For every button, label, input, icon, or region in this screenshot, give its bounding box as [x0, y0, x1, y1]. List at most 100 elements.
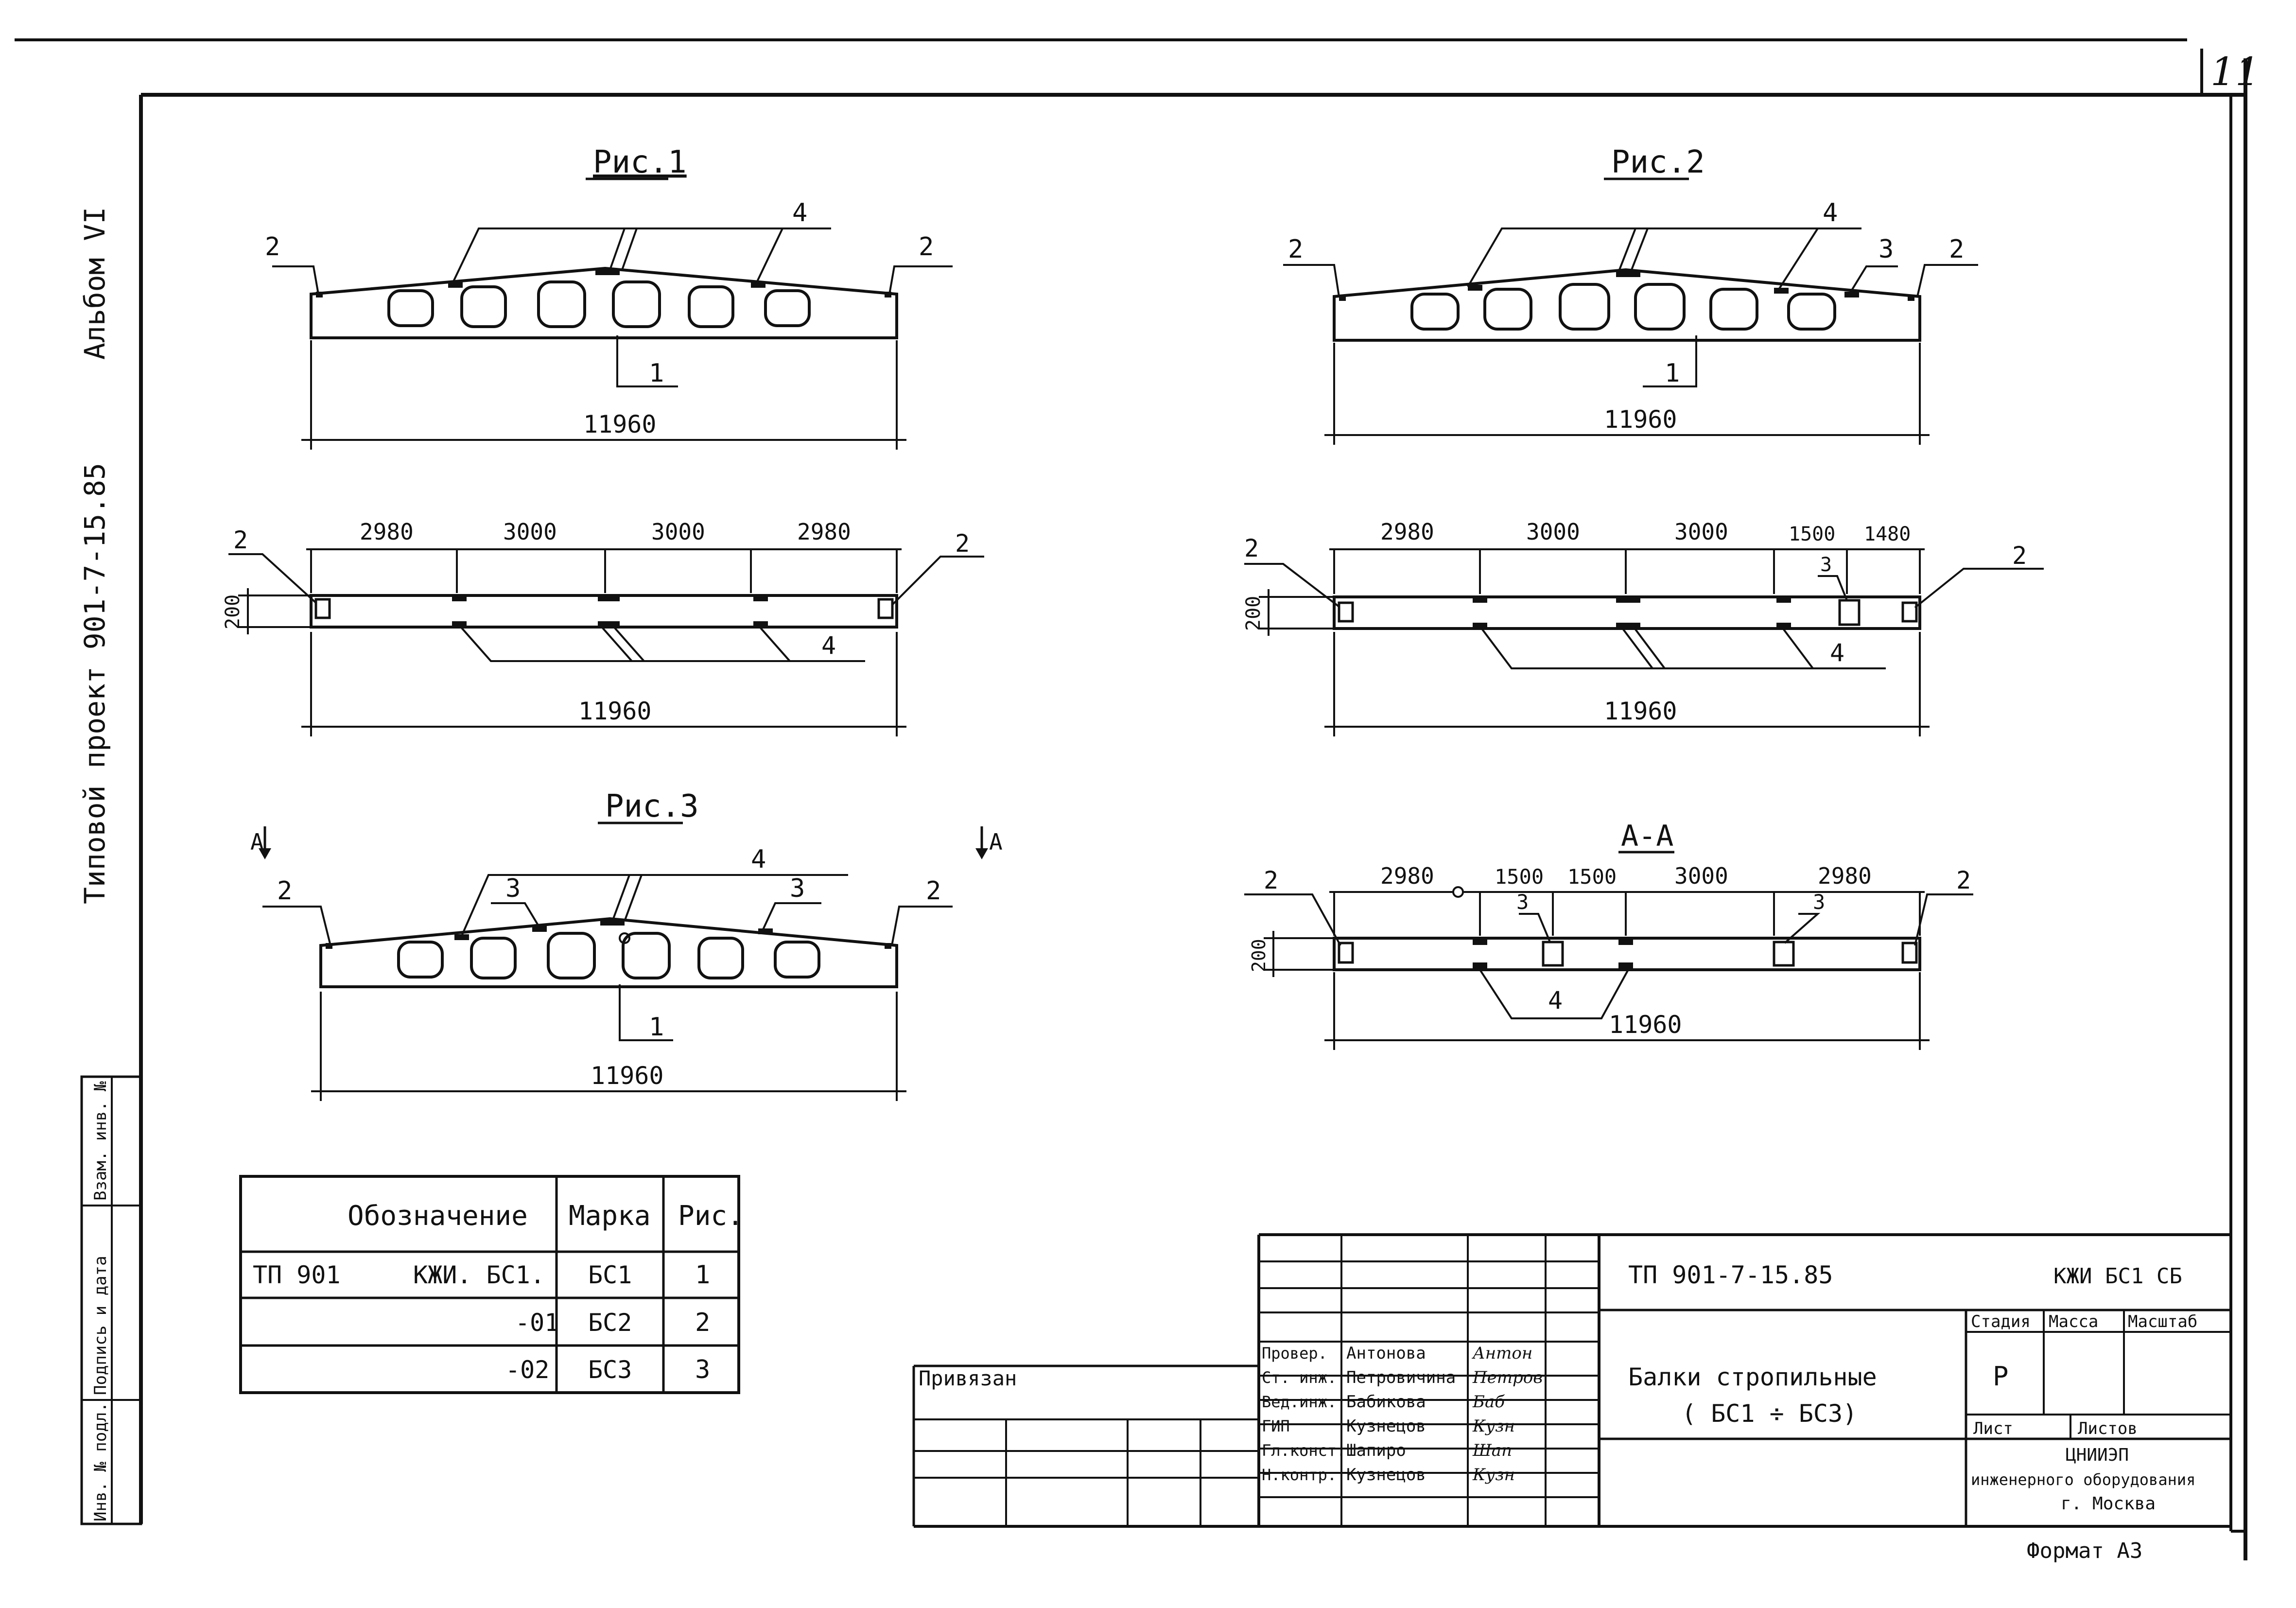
- fig3-callout-3-left: 3: [505, 874, 521, 903]
- fig2-plan-span-1: 2980: [1380, 519, 1434, 545]
- title-block-staff: Провер. Антонова Антон Ст. инж. Петрович…: [1262, 1344, 1543, 1485]
- fig1-plan-span-2: 3000: [503, 519, 557, 545]
- section-aa-callout-2-right: 2: [1956, 866, 1971, 894]
- sheet-frame: [15, 38, 2247, 1560]
- fig2-plan-callout-3: 3: [1820, 554, 1832, 576]
- fig1-plan-span-1: 2980: [360, 519, 414, 545]
- fig3-callout-3-right: 3: [790, 874, 805, 903]
- fig2-plan-height-dim: 200: [1242, 596, 1265, 631]
- fig2-callout-2-right: 2: [1949, 235, 1964, 264]
- fig3-callout-2-right: 2: [926, 876, 941, 906]
- fig1-callout-2-left: 2: [265, 232, 280, 262]
- fig2-plan: 2980 3000 3000 1500 1480 200 2 2 3 4: [1242, 519, 2044, 736]
- staff-role: Провер.: [1262, 1344, 1327, 1363]
- section-aa-callout-2-left: 2: [1264, 866, 1278, 894]
- fig2-title: Рис.2: [1611, 144, 1705, 180]
- doc-code: ТП 901-7-15.85: [1628, 1261, 1833, 1289]
- fig1-callout-1: 1: [649, 359, 664, 388]
- section-aa: А-А 2980 1500 1500 3000 2980 200: [1244, 819, 1973, 1050]
- fig2-plan-overall-dim: 11960: [1604, 697, 1677, 725]
- fig1-plan-height-dim: 200: [222, 594, 244, 629]
- fig3-callout-1: 1: [649, 1013, 664, 1042]
- scale-label: Масштаб: [2128, 1312, 2197, 1331]
- stage-label: Стадия: [1971, 1312, 2031, 1331]
- org-line1: ЦНИИЭП: [2066, 1445, 2129, 1465]
- fig1-callout-2-right: 2: [919, 232, 934, 262]
- fig2-plan-span-2: 3000: [1526, 519, 1580, 545]
- fig1-plan-overall-dim: 11960: [578, 697, 652, 725]
- staff-role: ГИП: [1262, 1417, 1290, 1435]
- privyazan-label: Привязан: [919, 1366, 1017, 1390]
- staff-name: Шапиро: [1346, 1441, 1406, 1460]
- staff-name: Антонова: [1346, 1344, 1426, 1363]
- fig1-callout-4: 4: [792, 198, 807, 227]
- page-number: 11: [2210, 49, 2260, 94]
- fig2-callout-3: 3: [1879, 235, 1894, 264]
- section-aa-callout-3-left: 3: [1516, 890, 1529, 914]
- fig2-callout-2-left: 2: [1288, 235, 1303, 264]
- mass-label: Масса: [2049, 1312, 2098, 1331]
- section-aa-callout-3-right: 3: [1813, 890, 1825, 914]
- org-line3: г. Москва: [2061, 1494, 2156, 1514]
- fig2-plan-callout-2-right: 2: [2012, 542, 2027, 570]
- doc-title-line1: Балки стропильные: [1628, 1363, 1877, 1391]
- side-album-label: Альбом VI: [78, 207, 111, 360]
- fig1-plan-callout-4: 4: [821, 631, 836, 660]
- fig3-elevation: Рис.3 А А: [250, 788, 1003, 1101]
- sheet-label: Лист: [1973, 1419, 2013, 1438]
- side-stamp-inv-no: Инв. № подл.: [91, 1402, 110, 1521]
- staff-name: Кузнецов: [1346, 1416, 1426, 1436]
- title-block: Привязан ТП 901-7-15.85 КЖИ БС1 СБ Балки…: [912, 1233, 2231, 1563]
- staff-signature: Шап: [1472, 1441, 1512, 1460]
- side-project-label: Типовой проект 901-7-15.85: [78, 463, 111, 904]
- spec-row-3-desig-b: -02: [505, 1356, 549, 1384]
- fig1-openings: [387, 280, 811, 328]
- section-aa-callout-4: 4: [1548, 986, 1563, 1014]
- fig3-title: Рис.3: [605, 788, 699, 824]
- doc-mark: КЖИ БС1 СБ: [2053, 1264, 2182, 1289]
- fig2-plan-span-5: 1480: [1864, 523, 1911, 545]
- fig1-plan-span-3: 3000: [651, 519, 705, 545]
- fig2-elevation: Рис.2 2 2 3 4 1: [1283, 144, 1978, 445]
- fig1-elevation: Рис.1 2 2 4 1: [265, 144, 953, 450]
- spec-row-1-mark: БС1: [588, 1261, 632, 1289]
- sheet-format: Формат А3: [2027, 1538, 2142, 1563]
- spec-row-2-fig: 2: [695, 1308, 710, 1337]
- fig3-callout-4: 4: [751, 845, 766, 874]
- spec-row-2-mark: БС2: [588, 1309, 632, 1337]
- spec-row-1-desig-b: КЖИ. БС1.: [413, 1261, 545, 1289]
- fig2-plan-callout-4: 4: [1830, 639, 1844, 667]
- section-aa-span-1: 2980: [1380, 863, 1434, 889]
- spec-row-3-mark: БС3: [588, 1356, 632, 1384]
- spec-row-3-fig: 3: [695, 1355, 710, 1384]
- section-aa-span-2: 1500: [1495, 865, 1544, 889]
- staff-name: Петровичина: [1346, 1368, 1456, 1387]
- sheets-label: Листов: [2078, 1419, 2138, 1438]
- fig1-plan: 2980 3000 3000 2980 200 2 2 4 11960: [222, 519, 984, 736]
- section-aa-title: А-А: [1621, 819, 1673, 853]
- staff-role: Ст. инж.: [1262, 1368, 1337, 1387]
- spec-row-1-fig: 1: [695, 1260, 710, 1290]
- fig3-section-mark-right: А: [989, 829, 1003, 855]
- section-aa-span-3: 1500: [1567, 865, 1617, 889]
- fig1-title: Рис.1: [593, 144, 687, 180]
- fig1-plan-span-4: 2980: [797, 519, 851, 545]
- section-aa-height-dim: 200: [1248, 939, 1270, 972]
- staff-signature: Кузн: [1472, 1416, 1515, 1436]
- section-aa-span-5: 2980: [1818, 863, 1872, 889]
- spec-row-2-desig-b: -01: [515, 1309, 559, 1337]
- fig3-section-mark-left: А: [250, 829, 264, 855]
- fig1-plan-callout-2-right: 2: [955, 529, 970, 558]
- spec-header-designation: Обозначение: [348, 1200, 528, 1232]
- staff-role: Гл.конст.: [1262, 1441, 1346, 1460]
- staff-role: Вед.инж.: [1262, 1393, 1337, 1411]
- staff-name: Кузнецов: [1346, 1465, 1426, 1485]
- staff-name: Бабикова: [1346, 1392, 1426, 1412]
- staff-role: Н.контр.: [1262, 1466, 1337, 1484]
- spec-row-1-desig-a: ТП 901: [253, 1261, 341, 1289]
- fig3-callout-2-left: 2: [277, 876, 292, 906]
- spec-header-mark: Марка: [569, 1200, 651, 1232]
- stage-value: Р: [1993, 1361, 2009, 1392]
- spec-table: Обозначение Марка Рис. ТП 901 КЖИ. БС1. …: [239, 1175, 744, 1394]
